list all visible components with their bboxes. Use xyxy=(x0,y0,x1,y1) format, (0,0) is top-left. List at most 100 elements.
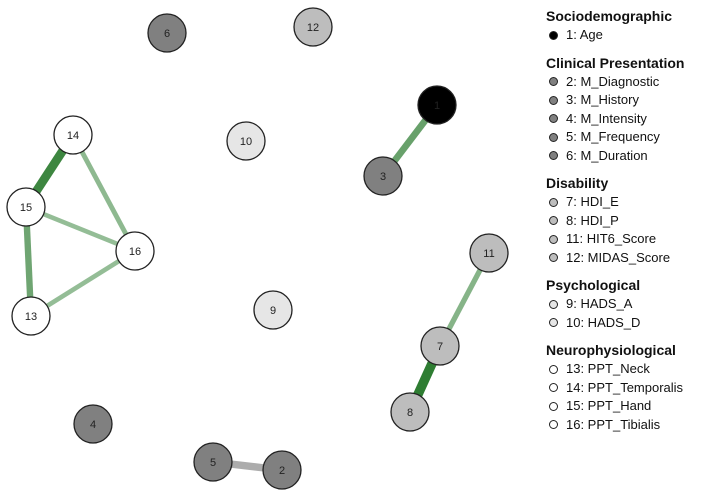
legend-item: 7: HDI_E xyxy=(546,193,724,212)
legend-swatch xyxy=(549,95,558,105)
legend-item-label: 2: M_Diagnostic xyxy=(566,73,660,89)
legend-group-title: Sociodemographic xyxy=(546,8,673,24)
node-8: 8 xyxy=(390,392,430,432)
legend-item-label: 5: M_Frequency xyxy=(566,129,660,144)
legend-swatch xyxy=(549,234,558,244)
legend-item: 15: PPT_Hand xyxy=(546,397,724,416)
legend-item-label: 8: HDI_P xyxy=(566,212,619,228)
node-circle-5 xyxy=(193,442,233,482)
legend-item: 2: M_Diagnostic xyxy=(546,73,724,92)
legend-item: 3: M_History xyxy=(546,91,724,110)
legend-item-label: 6: M_Duration xyxy=(566,147,648,163)
legend-item: 16: PPT_Tibialis xyxy=(546,416,724,435)
node-circle-14 xyxy=(53,115,93,155)
legend-group: Sociodemographic 1: Age xyxy=(546,8,724,45)
node-label-13: 13 xyxy=(25,311,37,323)
legend-swatch xyxy=(549,401,558,411)
legend-swatch xyxy=(549,30,558,40)
legend-item: 12: MIDAS_Score xyxy=(546,249,724,268)
legend-item-label: 16: PPT_Tibialis xyxy=(566,416,661,432)
node-label-5: 5 xyxy=(210,457,216,469)
node-3: 3 xyxy=(363,156,403,196)
legend-item: 5: M_Frequency xyxy=(546,128,724,147)
legend-item: 13: PPT_Neck xyxy=(546,360,724,379)
legend-group: Disability 7: HDI_E 8: HDI_P 11: HIT6_Score… xyxy=(546,175,724,267)
node-9: 9 xyxy=(253,290,293,330)
legend-group-title: Psychological xyxy=(546,277,641,293)
legend-item-label: 11: HIT6_Score xyxy=(566,231,657,246)
node-label-1: 1 xyxy=(434,100,440,112)
node-circle-9 xyxy=(253,290,293,330)
legend-item-label: 9: HADS_A xyxy=(566,296,633,311)
node-2: 2 xyxy=(262,450,302,490)
node-circle-6 xyxy=(147,13,187,53)
legend-item-label: 10: HADS_D xyxy=(566,314,641,330)
legend-group: Psychological 9: HADS_A 10: HADS_D xyxy=(546,277,724,332)
legend-swatch xyxy=(549,364,558,374)
legend-swatch xyxy=(549,197,558,207)
node-label-3: 3 xyxy=(380,171,386,183)
node-12: 12 xyxy=(293,7,333,47)
node-11: 11 xyxy=(469,233,509,273)
node-7: 7 xyxy=(420,326,460,366)
legend-swatch xyxy=(549,77,558,87)
node-label-6: 6 xyxy=(164,28,170,40)
node-label-9: 9 xyxy=(270,305,276,317)
node-circle-2 xyxy=(262,450,302,490)
node-label-2: 2 xyxy=(279,465,285,477)
legend-item: 14: PPT_Temporalis xyxy=(546,379,724,398)
legend-swatch xyxy=(549,216,558,226)
legend-item: 9: HADS_A xyxy=(546,295,724,314)
legend-swatch xyxy=(549,318,558,328)
edge-13-16 xyxy=(29,249,137,318)
node-13: 13 xyxy=(11,296,51,336)
node-label-15: 15 xyxy=(20,202,32,214)
node-6: 6 xyxy=(147,13,187,53)
legend-item-label: 14: PPT_Temporalis xyxy=(566,379,684,395)
legend-swatch xyxy=(549,299,558,309)
node-circle-12 xyxy=(293,7,333,47)
legend-swatch xyxy=(549,420,558,430)
node-circle-4 xyxy=(73,404,113,444)
node-label-7: 7 xyxy=(437,341,443,353)
node-label-10: 10 xyxy=(240,136,252,148)
node-circle-1 xyxy=(417,85,457,125)
edge-14-16 xyxy=(70,133,138,253)
node-5: 5 xyxy=(193,442,233,482)
legend-swatch xyxy=(549,132,558,142)
legend-item-label: 4: M_Intensity xyxy=(566,110,647,126)
legend-swatch xyxy=(549,114,558,124)
node-16: 16 xyxy=(115,231,155,271)
legend-group-title: Disability xyxy=(546,175,609,191)
node-circle-15 xyxy=(6,187,46,227)
legend-item-label: 7: HDI_E xyxy=(566,194,619,209)
node-circle-11 xyxy=(469,233,509,273)
legend-item-label: 13: PPT_Neck xyxy=(566,361,650,376)
node-label-4: 4 xyxy=(90,419,96,431)
legend-swatch xyxy=(549,253,558,263)
node-circle-3 xyxy=(363,156,403,196)
legend-item-label: 1: Age xyxy=(566,27,603,42)
node-circle-7 xyxy=(420,326,460,366)
node-14: 14 xyxy=(53,115,93,155)
node-10: 10 xyxy=(226,121,266,161)
legend-item-label: 3: M_History xyxy=(566,92,639,107)
legend-swatch xyxy=(549,383,558,393)
legend-item: 8: HDI_P xyxy=(546,212,724,231)
legend-item: 4: M_Intensity xyxy=(546,110,724,129)
legend-item-label: 15: PPT_Hand xyxy=(566,398,652,413)
node-label-12: 12 xyxy=(307,22,319,34)
node-circle-8 xyxy=(390,392,430,432)
node-circle-10 xyxy=(226,121,266,161)
legend-item: 6: M_Duration xyxy=(546,147,724,166)
node-1: 1 xyxy=(417,85,457,125)
legend-item: 11: HIT6_Score xyxy=(546,230,724,249)
node-label-16: 16 xyxy=(129,246,141,258)
node-4: 4 xyxy=(73,404,113,444)
node-label-14: 14 xyxy=(67,130,79,142)
